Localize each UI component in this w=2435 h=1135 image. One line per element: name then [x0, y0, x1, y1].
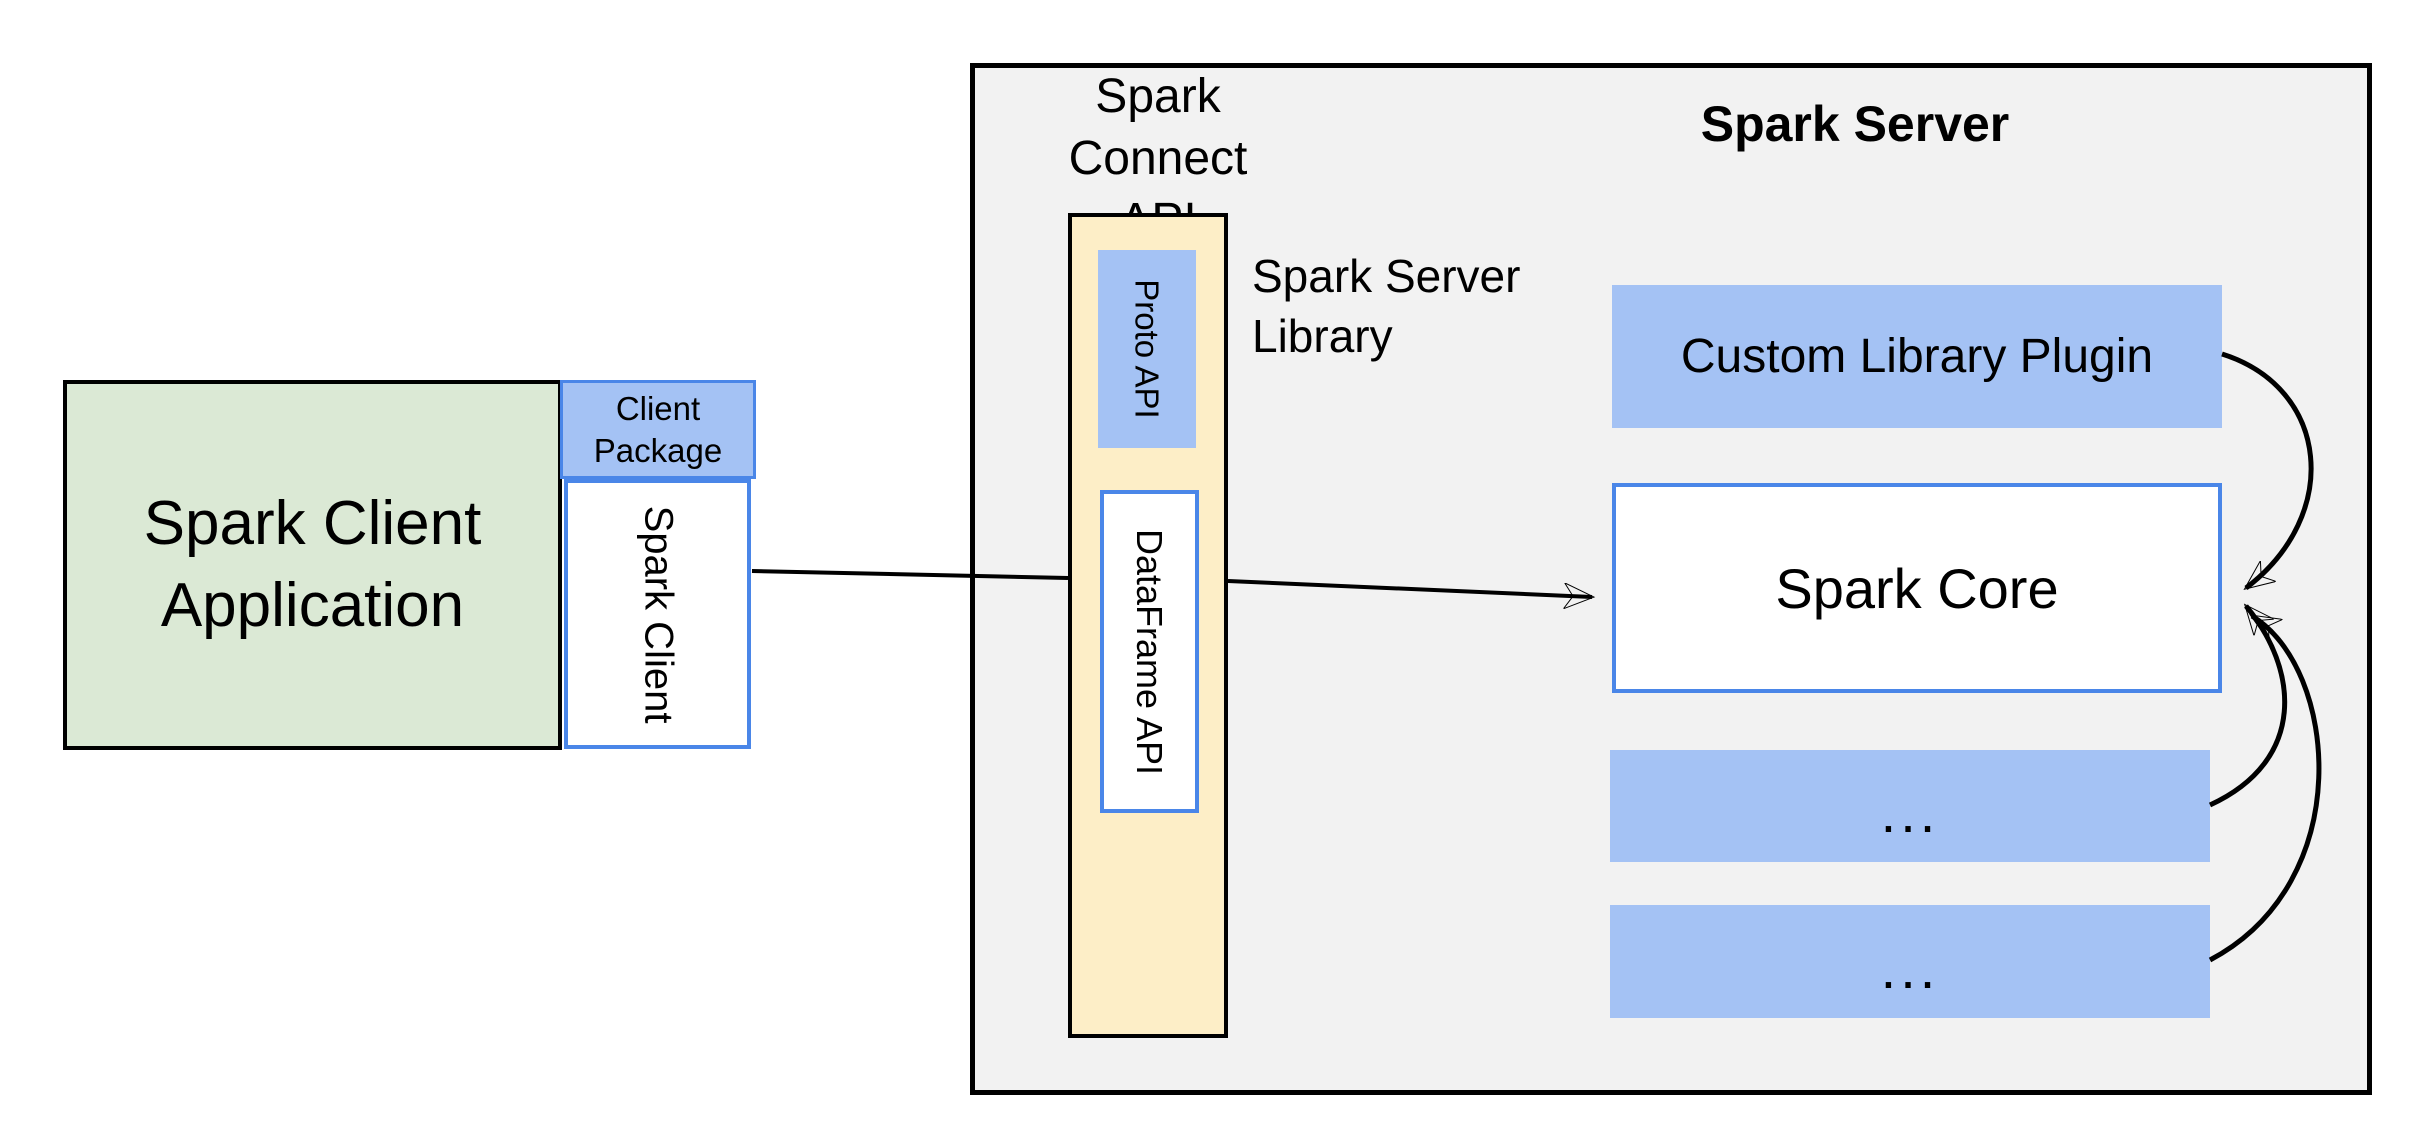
custom-library-plugin-box: Custom Library Plugin [1612, 285, 2222, 428]
dataframe-api-box: DataFrame API [1100, 490, 1199, 813]
proto-api-label-wrap: Proto API [1098, 250, 1196, 448]
more-plugins-box-top: ... [1610, 750, 2210, 862]
dataframe-api-label-wrap: DataFrame API [1104, 494, 1195, 809]
more-plugins-box-bottom: ... [1610, 905, 2210, 1018]
spark-server-library-label: Spark Server Library [1252, 250, 1521, 362]
ellipsis-label-bottom: ... [1880, 936, 1940, 1000]
spark-client-label: Spark Client [636, 505, 680, 723]
spark-core-box: Spark Core [1612, 483, 2222, 693]
spark-client-label-wrap: Spark Client [568, 483, 747, 745]
ellipsis-label-top: ... [1880, 781, 1940, 844]
client-package-box: Client Package [560, 380, 756, 479]
spark-client-box: Spark Client [564, 479, 751, 749]
proto-api-label: Proto API [1129, 279, 1167, 419]
dataframe-api-label: DataFrame API [1129, 528, 1171, 775]
proto-api-box: Proto API [1098, 250, 1196, 448]
spark-server-title: Spark Server [1700, 96, 2010, 152]
spark-client-application-box: Spark Client Application [63, 380, 562, 750]
